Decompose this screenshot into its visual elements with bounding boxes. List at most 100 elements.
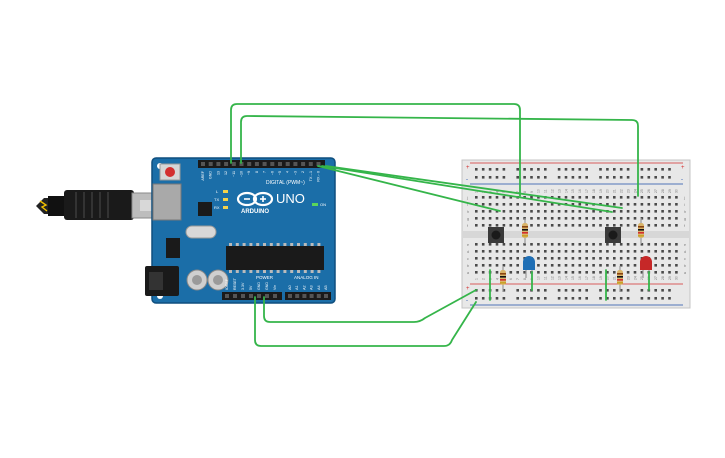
- terminal-hole[interactable]: [578, 210, 582, 213]
- rail-hole[interactable]: [619, 289, 623, 292]
- terminal-hole[interactable]: [557, 264, 561, 267]
- rail-hole[interactable]: [537, 176, 540, 179]
- rail-hole[interactable]: [661, 168, 664, 171]
- rail-hole[interactable]: [530, 168, 533, 171]
- terminal-hole[interactable]: [592, 224, 595, 227]
- rail-hole[interactable]: [640, 289, 644, 292]
- rail-hole[interactable]: [495, 168, 499, 171]
- terminal-hole[interactable]: [675, 210, 678, 213]
- terminal-hole[interactable]: [661, 210, 664, 213]
- terminal-hole[interactable]: [530, 203, 533, 206]
- rail-hole[interactable]: [481, 289, 485, 292]
- terminal-hole[interactable]: [675, 217, 678, 220]
- terminal-hole[interactable]: [516, 203, 519, 206]
- terminal-hole[interactable]: [675, 243, 678, 246]
- terminal-hole[interactable]: [668, 217, 671, 220]
- terminal-hole[interactable]: [606, 250, 609, 253]
- terminal-hole[interactable]: [647, 243, 651, 246]
- rail-hole[interactable]: [661, 176, 664, 179]
- terminal-hole[interactable]: [495, 203, 499, 206]
- rail-hole[interactable]: [544, 289, 547, 292]
- terminal-hole[interactable]: [530, 243, 533, 246]
- terminal-hole[interactable]: [516, 210, 519, 213]
- terminal-hole[interactable]: [550, 243, 554, 246]
- resistor-2[interactable]: [638, 218, 644, 244]
- wire-digital-to-bb-2[interactable]: [321, 165, 613, 213]
- terminal-hole[interactable]: [661, 224, 664, 227]
- terminal-hole[interactable]: [571, 224, 575, 227]
- terminal-hole[interactable]: [668, 271, 671, 274]
- rail-hole[interactable]: [564, 168, 568, 171]
- terminal-hole[interactable]: [564, 217, 568, 220]
- header-pin[interactable]: [293, 162, 298, 166]
- rail-hole[interactable]: [495, 289, 499, 292]
- header-pin[interactable]: [316, 294, 321, 298]
- terminal-hole[interactable]: [585, 196, 588, 199]
- rail-hole[interactable]: [571, 176, 575, 179]
- terminal-hole[interactable]: [488, 264, 492, 267]
- terminal-hole[interactable]: [488, 196, 492, 199]
- header-pin[interactable]: [208, 162, 213, 166]
- reset-button[interactable]: [165, 167, 175, 177]
- terminal-hole[interactable]: [668, 203, 671, 206]
- terminal-hole[interactable]: [654, 250, 657, 253]
- terminal-hole[interactable]: [530, 250, 533, 253]
- terminal-hole[interactable]: [516, 217, 519, 220]
- terminal-hole[interactable]: [578, 224, 582, 227]
- terminal-hole[interactable]: [523, 271, 526, 274]
- terminal-hole[interactable]: [488, 243, 492, 246]
- terminal-hole[interactable]: [475, 243, 478, 246]
- terminal-hole[interactable]: [647, 217, 651, 220]
- terminal-hole[interactable]: [613, 243, 616, 246]
- rail-hole[interactable]: [564, 297, 568, 300]
- terminal-hole[interactable]: [592, 271, 595, 274]
- terminal-hole[interactable]: [675, 203, 678, 206]
- terminal-hole[interactable]: [475, 217, 478, 220]
- wire-digital-to-bb-3[interactable]: [325, 165, 623, 209]
- rail-hole[interactable]: [599, 176, 602, 179]
- terminal-hole[interactable]: [509, 196, 513, 199]
- terminal-hole[interactable]: [647, 196, 651, 199]
- terminal-hole[interactable]: [502, 196, 506, 199]
- terminal-hole[interactable]: [585, 250, 588, 253]
- header-pin[interactable]: [216, 162, 221, 166]
- header-pin[interactable]: [247, 162, 252, 166]
- terminal-hole[interactable]: [626, 250, 630, 253]
- terminal-hole[interactable]: [599, 264, 602, 267]
- terminal-hole[interactable]: [668, 210, 671, 213]
- rail-hole[interactable]: [654, 168, 657, 171]
- terminal-hole[interactable]: [544, 217, 547, 220]
- terminal-hole[interactable]: [619, 210, 623, 213]
- terminal-hole[interactable]: [606, 224, 609, 227]
- terminal-hole[interactable]: [537, 257, 540, 260]
- terminal-hole[interactable]: [488, 217, 492, 220]
- terminal-hole[interactable]: [544, 250, 547, 253]
- terminal-hole[interactable]: [537, 203, 540, 206]
- rail-hole[interactable]: [481, 176, 485, 179]
- rail-hole[interactable]: [606, 168, 609, 171]
- terminal-hole[interactable]: [585, 243, 588, 246]
- rail-hole[interactable]: [626, 168, 630, 171]
- terminal-hole[interactable]: [530, 196, 533, 199]
- pushbutton-2[interactable]: [605, 227, 621, 243]
- terminal-hole[interactable]: [668, 257, 671, 260]
- rail-hole[interactable]: [571, 297, 575, 300]
- terminal-hole[interactable]: [544, 203, 547, 206]
- terminal-hole[interactable]: [613, 257, 616, 260]
- terminal-hole[interactable]: [661, 250, 664, 253]
- terminal-hole[interactable]: [475, 271, 478, 274]
- rail-hole[interactable]: [502, 297, 506, 300]
- terminal-hole[interactable]: [495, 257, 499, 260]
- terminal-hole[interactable]: [495, 250, 499, 253]
- terminal-hole[interactable]: [668, 250, 671, 253]
- terminal-hole[interactable]: [571, 271, 575, 274]
- terminal-hole[interactable]: [523, 203, 526, 206]
- terminal-hole[interactable]: [654, 264, 657, 267]
- header-pin[interactable]: [278, 162, 282, 166]
- terminal-hole[interactable]: [613, 264, 616, 267]
- terminal-hole[interactable]: [585, 203, 588, 206]
- terminal-hole[interactable]: [626, 224, 630, 227]
- header-pin[interactable]: [309, 294, 314, 298]
- terminal-hole[interactable]: [557, 243, 561, 246]
